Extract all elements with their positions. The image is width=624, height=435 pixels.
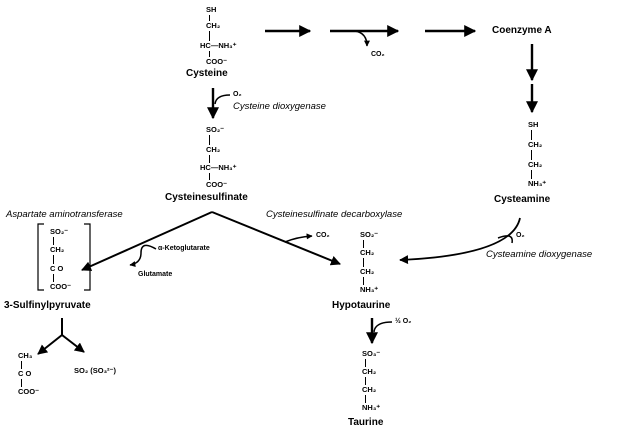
bond	[53, 274, 54, 282]
cysteinesulfinate-label: Cysteinesulfinate	[165, 192, 248, 203]
bond	[209, 135, 210, 145]
enzyme-cysteine-dioxygenase: Cysteine dioxygenase	[233, 101, 326, 112]
hypotaurine-label: Hypotaurine	[332, 300, 391, 311]
taurine-label: Taurine	[348, 417, 384, 428]
arrow-half-o2	[373, 321, 393, 333]
bond	[363, 277, 364, 285]
hypotaurine-atom-2: CH₂	[360, 248, 375, 257]
bond	[209, 155, 210, 163]
bond	[363, 258, 364, 267]
cysteine-atom-2: CH₂	[206, 21, 221, 30]
arrow-co2-release-decarb	[284, 233, 313, 243]
bond	[209, 173, 210, 180]
pyruvate-atom-3: COO⁻	[18, 387, 40, 396]
cysteamine-atom-1: SH	[528, 120, 539, 129]
taurine-atom-1: SO₃⁻	[362, 349, 381, 358]
bond	[209, 15, 210, 21]
cysteamine-atom-2: CH₂	[528, 140, 543, 149]
bond	[21, 379, 22, 387]
bracket-left	[37, 223, 44, 291]
bond	[531, 150, 532, 160]
bracket-right	[84, 223, 91, 291]
cysteamine-atom-3: CH₂	[528, 160, 543, 169]
coenzyme-a-label: Coenzyme A	[492, 25, 552, 36]
o2-label-dioxygenase: O₂	[233, 91, 242, 98]
sp-atom-1: SO₂⁻	[50, 227, 69, 236]
sulfite-label: SO₂ (SO₃²⁻)	[74, 366, 117, 375]
taurine-atom-2: CH₂	[362, 367, 377, 376]
arrow-sp-to-pyruvate	[37, 334, 63, 355]
sp-atom-2: CH₂	[50, 245, 65, 254]
bond	[531, 130, 532, 140]
bond	[363, 240, 364, 248]
bond	[53, 237, 54, 245]
pyruvate-atom-1: CH₃	[18, 351, 33, 360]
bond	[209, 31, 210, 41]
csa-atom-3: HC—NH₃⁺	[200, 163, 237, 172]
enzyme-cysteamine-dioxygenase: Cysteamine dioxygenase	[486, 249, 593, 260]
co2-top-label: CO₂	[371, 51, 385, 58]
half-o2-label: ½ O₂	[395, 318, 412, 325]
arrow-co2-release-top	[354, 30, 370, 47]
hypotaurine-atom-1: SO₂⁻	[360, 230, 379, 239]
pyruvate-atom-2: C O	[18, 369, 32, 378]
csa-atom-1: SO₂⁻	[206, 125, 225, 134]
csa-atom-4: COO⁻	[206, 180, 228, 189]
arrow-csa-to-sp	[81, 211, 213, 271]
cysteine-atom-4: COO⁻	[206, 57, 228, 66]
arrow-o2-uptake	[214, 94, 231, 105]
cysteamine-atom-4: NH₃⁺	[528, 179, 547, 188]
cysteine-atom-3: HC—NH₃⁺	[200, 41, 237, 50]
sp-atom-4: COO⁻	[50, 282, 72, 291]
sp-atom-3: C O	[50, 264, 64, 273]
bond	[365, 395, 366, 403]
bond	[53, 255, 54, 264]
cysteine-atom-1: SH	[206, 5, 217, 14]
cysteine-label: Cysteine	[186, 68, 228, 79]
bond	[365, 359, 366, 367]
bond	[531, 170, 532, 179]
arrow-o2-cysteamine	[497, 235, 513, 244]
csa-atom-2: CH₂	[206, 145, 221, 154]
glutamate-label: Glutamate	[138, 271, 173, 278]
taurine-atom-4: NH₃⁺	[362, 403, 381, 412]
taurine-atom-3: CH₂	[362, 385, 377, 394]
bond	[365, 377, 366, 385]
o2-label-cysteamine: O₂	[516, 232, 525, 239]
bond	[209, 51, 210, 57]
sulfinylpyruvate-label: 3-Sulfinylpyruvate	[4, 300, 91, 311]
arrow-csa-to-hypotaurine	[211, 211, 341, 266]
cysteamine-label: Cysteamine	[494, 194, 551, 205]
arrow-cysteamine-to-hypotaurine	[399, 217, 521, 265]
enzyme-csa-decarboxylase: Cysteinesulfinate decarboxylase	[266, 209, 403, 220]
bond	[21, 361, 22, 369]
arrow-sp-to-sulfite	[61, 334, 85, 353]
arrow-ketoglutarate-glutamate	[129, 244, 157, 267]
enzyme-aspartate-aminotransferase: Aspartate aminotransferase	[6, 209, 123, 220]
hypotaurine-atom-3: CH₂	[360, 267, 375, 276]
ketoglutarate-label: α-Ketoglutarate	[158, 245, 210, 252]
hypotaurine-atom-4: NH₃⁺	[360, 285, 379, 294]
co2-label-decarboxylase: CO₂	[316, 232, 330, 239]
